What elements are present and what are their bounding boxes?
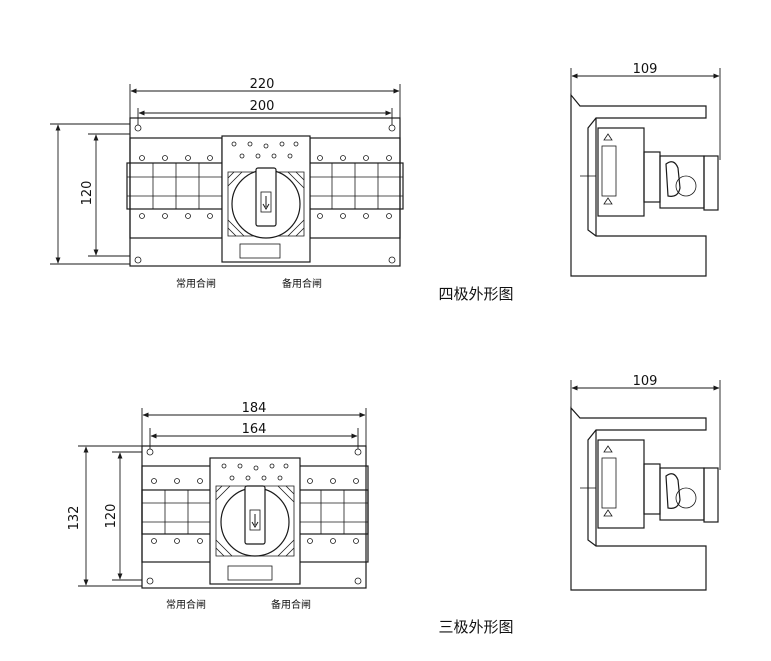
four-pole-title: 四极外形图 [438,285,513,303]
label-standby-close: 备用合闸 [271,598,311,611]
label-slot [239,243,281,259]
arrow-down-icon [251,514,259,528]
label-normal-close: 常用合闸 [176,277,216,290]
normal-breaker [141,465,213,563]
handle-indicator [249,509,261,531]
dim-height: 120 [80,181,95,206]
label-standby-close: 备用合闸 [282,277,322,290]
front-panel [703,155,719,211]
label-slot [227,565,273,581]
standby-breaker-band [307,162,404,210]
dim-height-outer: 132 [67,506,82,531]
dim-depth: 109 [633,62,658,77]
four-pole-front-view: 220 200 120 常用合闸 备用合闸 [50,77,404,290]
rotary-handle-side [665,161,681,197]
normal-breaker-band [126,162,225,210]
dim-overall-width: 184 [242,401,267,416]
mount-hole [146,448,154,456]
dim-height-inner: 120 [104,504,119,529]
knob-surround [215,485,295,557]
mount-hole [388,124,396,132]
three-pole-side-view: 109 [570,374,721,591]
mount-hole [134,256,142,264]
three-pole-title: 三极外形图 [438,618,513,636]
mount-hole [354,448,362,456]
four-pole-side-view: 109 [570,62,721,277]
mount-hole [388,256,396,264]
arrow-down-icon [262,196,270,210]
terminal-row [151,478,203,544]
normal-breaker-band [141,489,213,535]
dim-depth: 109 [633,374,658,389]
label-normal-close: 常用合闸 [166,598,206,611]
indicator-holes [231,141,299,159]
mount-hole [146,577,154,585]
standby-breaker [297,465,369,563]
mount-hole [134,124,142,132]
terminal-row [317,155,392,219]
mounting-bracket [570,406,707,591]
dim-mount-width: 164 [242,422,267,437]
dim-overall-width: 220 [250,77,275,92]
mount-hole [354,577,362,585]
mounting-bracket [570,93,707,277]
indicator-holes [221,463,289,481]
terminal-row [139,155,213,219]
rotary-handle-side [665,473,681,509]
handle-indicator [260,191,272,213]
terminal-row [307,478,359,544]
three-pole-front-view: 184 164 132 120 常用合闸 备用合闸 [67,401,369,611]
front-panel [703,467,719,523]
standby-breaker-band [297,489,369,535]
dim-mount-width: 200 [250,99,275,114]
